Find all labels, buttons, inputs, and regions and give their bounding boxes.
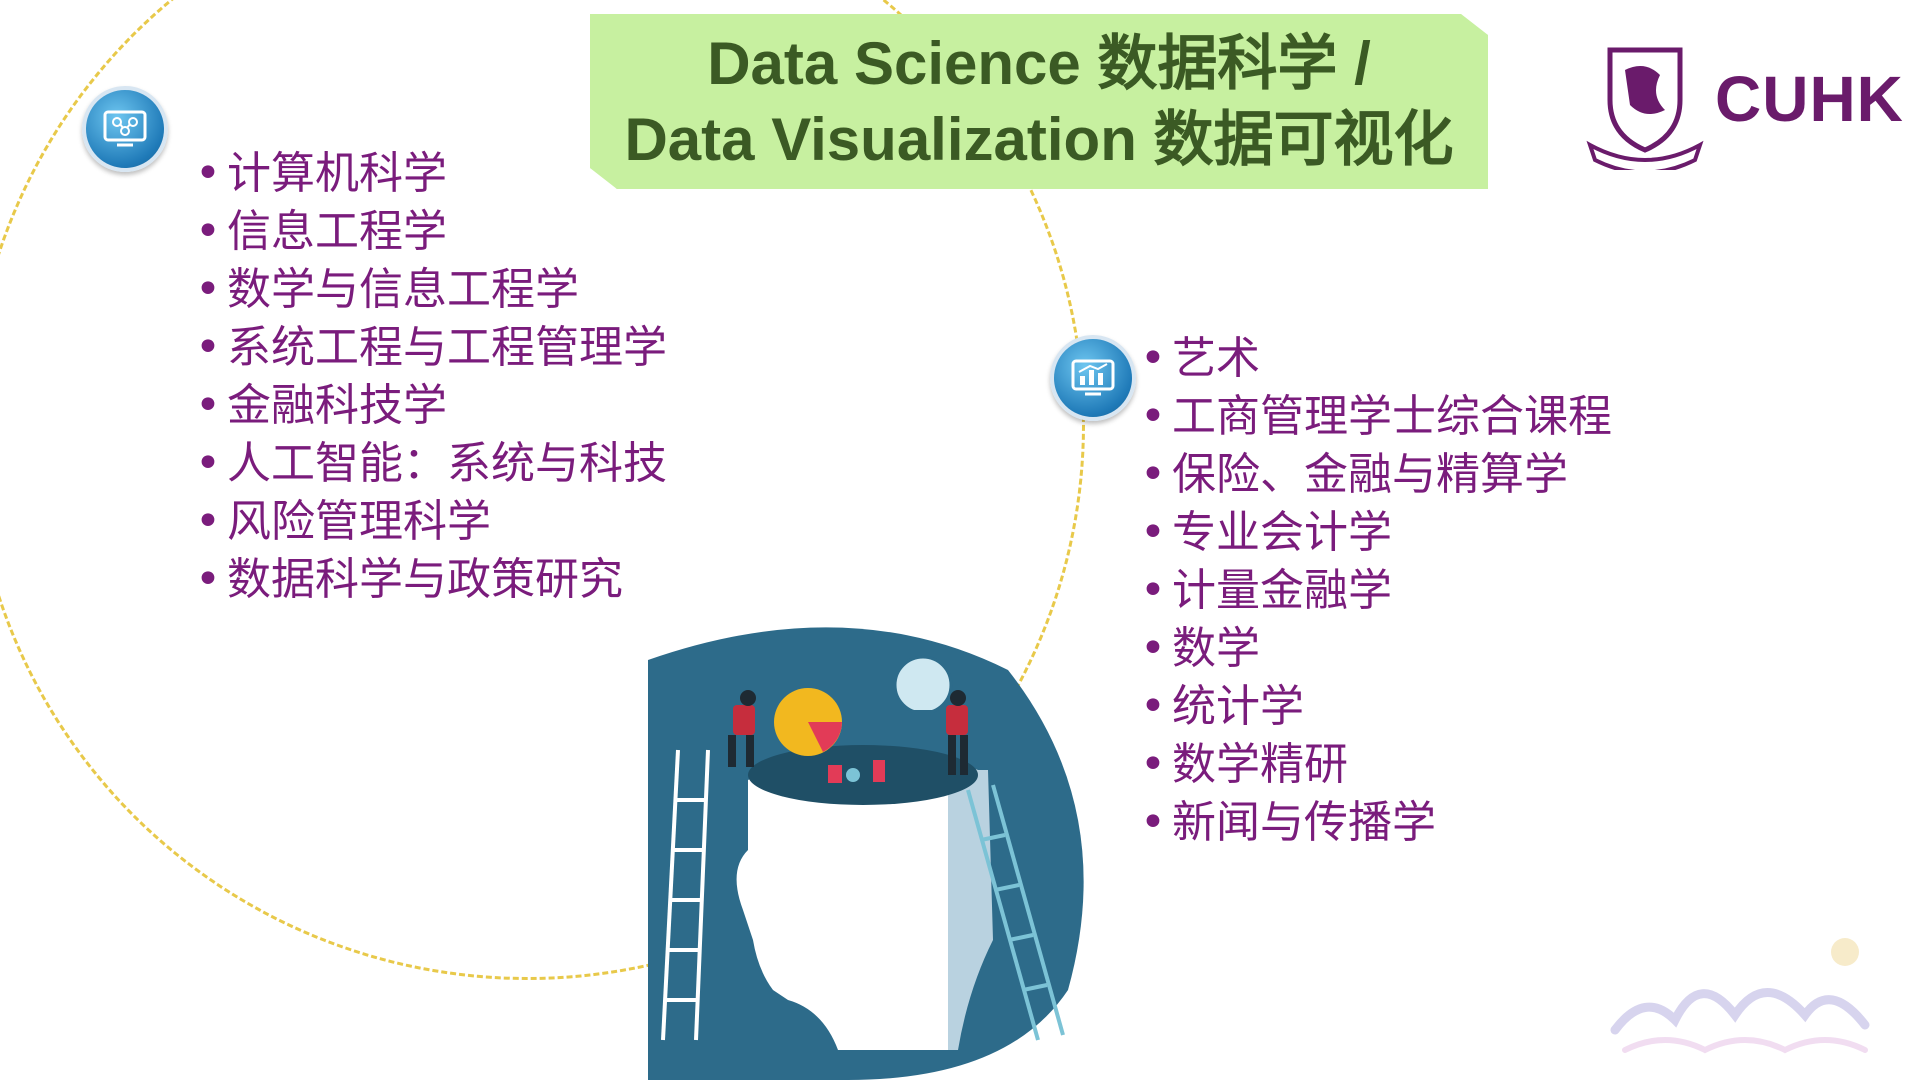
- chart-monitor-icon: [1050, 335, 1136, 421]
- list-item: •风险管理科学: [195, 496, 491, 547]
- watermark-logo: [1610, 938, 1870, 1054]
- list-item: •工商管理学士综合课程: [1140, 391, 1612, 442]
- title-banner: Data Science 数据科学 / Data Visualization 数…: [590, 14, 1488, 189]
- list-item: •数据科学与政策研究: [195, 554, 623, 605]
- list-item: •新闻与传播学: [1140, 797, 1436, 848]
- network-monitor-icon: [82, 86, 168, 172]
- title-line-1: Data Science 数据科学 /: [707, 29, 1371, 97]
- list-item: •专业会计学: [1140, 507, 1392, 558]
- list-item: •艺术: [1140, 333, 1260, 384]
- list-item: •数学: [1140, 623, 1260, 674]
- list-item: •数学精研: [1140, 739, 1348, 790]
- left-major-list: •计算机科学 •信息工程学 •数学与信息工程学 •系统工程与工程管理学 •金融科…: [195, 145, 667, 609]
- list-item: •信息工程学: [195, 206, 447, 257]
- list-item: •计算机科学: [195, 148, 447, 199]
- right-major-list: •艺术 •工商管理学士综合课程 •保险、金融与精算学 •专业会计学 •计量金融学…: [1140, 330, 1612, 852]
- list-item: •金融科技学: [195, 380, 447, 431]
- list-item: •人工智能：系统与科技: [195, 438, 667, 489]
- head-illustration: [648, 627, 1084, 1080]
- logo-text: CUHK: [1715, 63, 1904, 135]
- cuhk-crest-icon: [1586, 47, 1704, 175]
- list-item: •计量金融学: [1140, 565, 1392, 616]
- cuhk-logo: CUHK: [1580, 40, 1910, 175]
- list-item: •保险、金融与精算学: [1140, 449, 1568, 500]
- title-line-2: Data Visualization 数据可视化: [624, 105, 1454, 173]
- list-item: •系统工程与工程管理学: [195, 322, 667, 373]
- list-item: •数学与信息工程学: [195, 264, 579, 315]
- list-item: •统计学: [1140, 681, 1304, 732]
